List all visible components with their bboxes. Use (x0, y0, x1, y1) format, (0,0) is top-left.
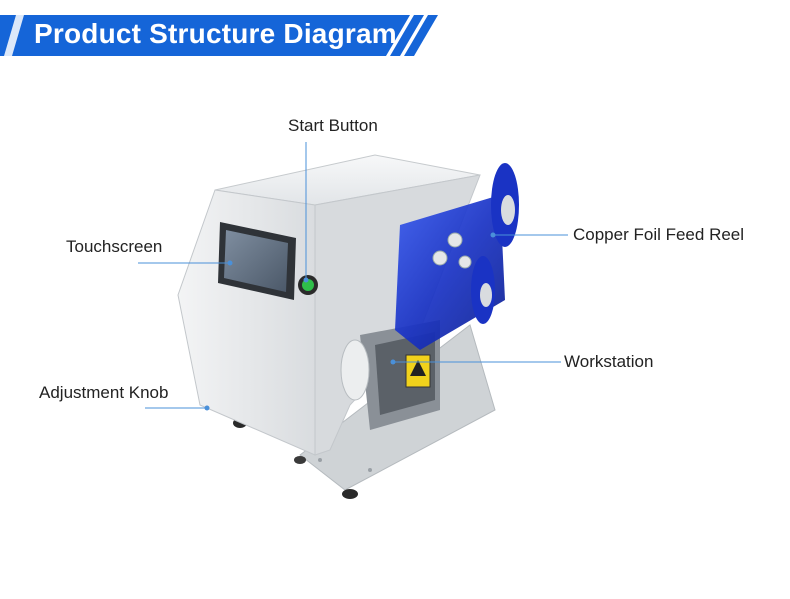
warning-triangle (410, 360, 426, 376)
touchscreen-display (224, 230, 288, 292)
leader-touchscreen-dot (227, 260, 233, 266)
feed-reel-upper-hub (501, 195, 515, 225)
screw-2 (368, 468, 372, 472)
leader-lines (138, 142, 568, 411)
banner-stripe-2 (404, 15, 438, 56)
roller-3 (458, 255, 472, 269)
header-banner (0, 15, 438, 56)
machine-illustration (177, 154, 519, 499)
foot-front (342, 489, 358, 499)
leader-workstation-dot (390, 359, 396, 365)
screw-1 (318, 458, 322, 462)
label-adjustment-knob: Adjustment Knob (39, 383, 169, 402)
label-workstation: Workstation (564, 352, 654, 371)
leader-start-button-dot (303, 277, 309, 283)
label-start-button: Start Button (288, 116, 378, 135)
banner-bar (0, 15, 410, 56)
label-touchscreen: Touchscreen (66, 237, 163, 256)
label-copper-foil-feed-reel: Copper Foil Feed Reel (573, 225, 745, 244)
roller-2 (432, 250, 448, 266)
banner-stripe-left (4, 15, 24, 56)
leader-adjustment-knob-dot (204, 405, 210, 411)
foot-mid (294, 456, 306, 464)
banner-stripe-1 (390, 15, 424, 56)
adjustment-knob-disc (340, 339, 370, 401)
page-title: Product Structure Diagram (34, 18, 397, 49)
leader-copper-foil-feed-reel-dot (490, 232, 496, 238)
workstation-mechanism (375, 332, 435, 415)
roller-1 (447, 232, 463, 248)
feed-reel-lower-hub (480, 283, 492, 307)
